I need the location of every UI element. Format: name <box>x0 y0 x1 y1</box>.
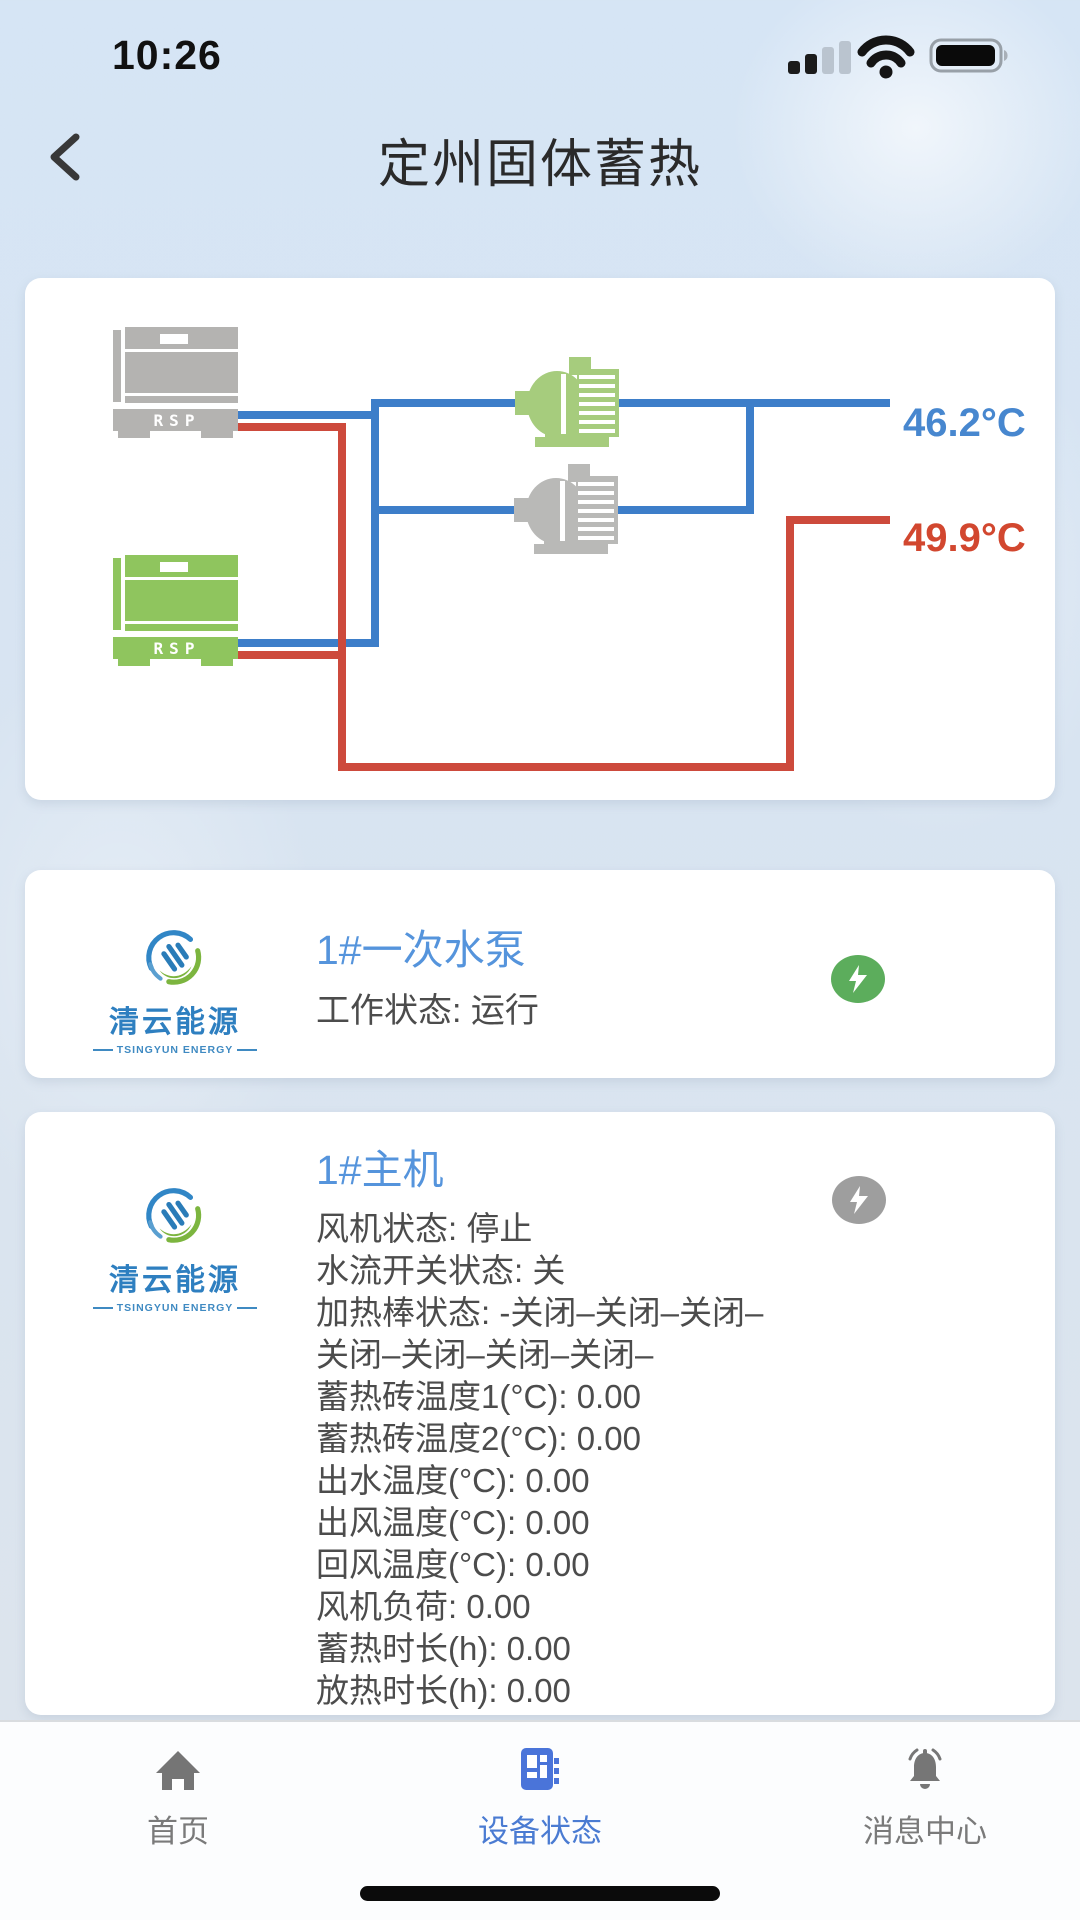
status-line: 水流开关状态: 关 <box>316 1252 566 1289</box>
tab-home-label: 首页 <box>147 1814 209 1849</box>
status-icons <box>785 30 1013 85</box>
lightning-bolt-icon <box>849 965 867 993</box>
dash-decoration <box>237 1049 258 1051</box>
status-line: 蓄热时长(h): 0.00 <box>316 1630 571 1667</box>
tab-message-center[interactable]: 消息中心 <box>815 1722 1035 1872</box>
company-name-en: TSINGYUN ENERGY <box>92 1044 258 1056</box>
storage-unit-2: RSP <box>113 555 238 666</box>
company-logo-icon <box>146 1188 202 1243</box>
battery-icon <box>929 38 1008 73</box>
unit-1-label: RSP <box>154 411 201 430</box>
status-line: 工作状态: 运行 <box>316 992 539 1030</box>
home-icon <box>156 1751 200 1790</box>
power-on-icon[interactable] <box>831 955 885 1003</box>
company-name-en: TSINGYUN ENERGY <box>92 1302 258 1314</box>
tab-message-center-label: 消息中心 <box>863 1814 987 1849</box>
device-title: 1#一次水泵 <box>316 927 526 973</box>
pump-1-running <box>515 357 619 447</box>
status-line: 出水温度(°C): 0.00 <box>316 1462 590 1499</box>
unit-2-label: RSP <box>154 639 201 658</box>
main-unit-status-card[interactable]: 清云能源 TSINGYUN ENERGY 1#主机 风机状态: 停止 水流开关状… <box>25 1112 1055 1715</box>
power-off-icon[interactable] <box>832 1176 886 1224</box>
lightning-bolt-icon <box>850 1186 868 1214</box>
tab-home[interactable]: 首页 <box>68 1722 288 1872</box>
header: 定州固体蓄热 <box>0 118 1080 198</box>
company-logo: 清云能源 TSINGYUN ENERGY <box>92 926 258 1056</box>
piping-diagram: RSP RSP <box>113 327 1026 771</box>
diagram-card: RSP RSP <box>25 278 1055 800</box>
company-logo-icon <box>146 930 202 985</box>
company-name-en-text: TSINGYUN ENERGY <box>116 1302 234 1314</box>
status-time: 10:26 <box>112 32 222 78</box>
status-line: 蓄热砖温度1(°C): 0.00 <box>316 1378 641 1415</box>
bell-icon <box>908 1748 942 1789</box>
supply-temp-label: 46.2°C <box>903 401 1026 445</box>
tab-device-status-label: 设备状态 <box>478 1814 602 1849</box>
company-name: 清云能源 <box>109 1006 241 1039</box>
pump-2-stopped <box>514 464 618 554</box>
pump-info: 1#一次水泵 工作状态: 运行 <box>316 926 776 1032</box>
dash-decoration <box>92 1307 113 1309</box>
dash-decoration <box>92 1049 113 1051</box>
device-title: 1#主机 <box>316 1147 444 1193</box>
status-line: 放热时长(h): 0.00 <box>316 1672 571 1709</box>
return-pipe-red <box>238 423 890 771</box>
status-icons-svg <box>788 35 1008 79</box>
page-title: 定州固体蓄热 <box>377 136 702 194</box>
home-indicator-bar[interactable] <box>360 1886 720 1901</box>
signal-icon <box>788 41 851 74</box>
wifi-icon <box>857 35 915 79</box>
status-line: 风机负荷: 0.00 <box>316 1588 531 1625</box>
main-unit-info: 1#主机 风机状态: 停止 水流开关状态: 关 加热棒状态: -关闭–关闭–关闭… <box>316 1146 776 1712</box>
device-grid-icon <box>521 1748 559 1790</box>
chevron-left-icon <box>50 133 80 180</box>
dash-decoration <box>237 1307 258 1309</box>
company-name-en-text: TSINGYUN ENERGY <box>116 1044 234 1056</box>
status-line: 加热棒状态: -关闭–关闭–关闭–关闭–关闭–关闭–关闭– <box>316 1294 764 1373</box>
status-line: 蓄热砖温度2(°C): 0.00 <box>316 1420 641 1457</box>
company-name: 清云能源 <box>109 1264 241 1297</box>
status-line: 风机状态: 停止 <box>316 1210 533 1247</box>
status-line: 出风温度(°C): 0.00 <box>316 1504 590 1541</box>
tab-device-status[interactable]: 设备状态 <box>430 1722 650 1872</box>
company-logo: 清云能源 TSINGYUN ENERGY <box>92 1184 258 1314</box>
back-button[interactable] <box>38 126 94 190</box>
supply-pipe-blue <box>238 399 890 647</box>
storage-unit-1: RSP <box>113 327 238 438</box>
status-line: 回风温度(°C): 0.00 <box>316 1546 590 1583</box>
status-bar: 10:26 <box>0 0 1080 95</box>
return-temp-label: 49.9°C <box>903 516 1026 560</box>
pump-status-card[interactable]: 清云能源 TSINGYUN ENERGY 1#一次水泵 工作状态: 运行 <box>25 870 1055 1078</box>
